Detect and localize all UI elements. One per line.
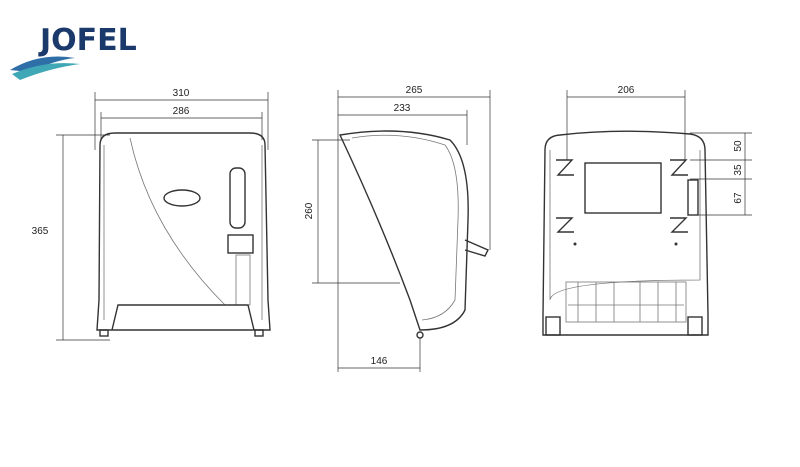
- back-view: [542, 130, 709, 336]
- side-view: [338, 130, 489, 339]
- side-dimensions: 265 233 260 146: [304, 85, 491, 372]
- front-view: [96, 132, 271, 337]
- dim-width-total: 310: [173, 88, 190, 99]
- dim-depth-inner: 233: [394, 103, 411, 114]
- front-dimensions: 310 286 365: [32, 88, 269, 341]
- dim-offset-top: 50: [733, 140, 744, 152]
- dim-width-inner: 286: [173, 106, 190, 117]
- svg-text:JOFEL: JOFEL: [38, 23, 137, 58]
- dim-offset-mid: 35: [733, 164, 744, 176]
- dim-outlet-depth: 146: [371, 356, 388, 367]
- back-dimensions: 206 50 35 67: [566, 85, 752, 216]
- dim-depth-total: 265: [406, 85, 423, 96]
- dim-offset-bottom: 67: [733, 192, 744, 204]
- jofel-logo: JOFEL: [10, 23, 137, 80]
- dim-side-height: 260: [304, 202, 315, 219]
- dim-height-total: 365: [32, 226, 49, 237]
- dim-hole-spacing: 206: [618, 85, 635, 96]
